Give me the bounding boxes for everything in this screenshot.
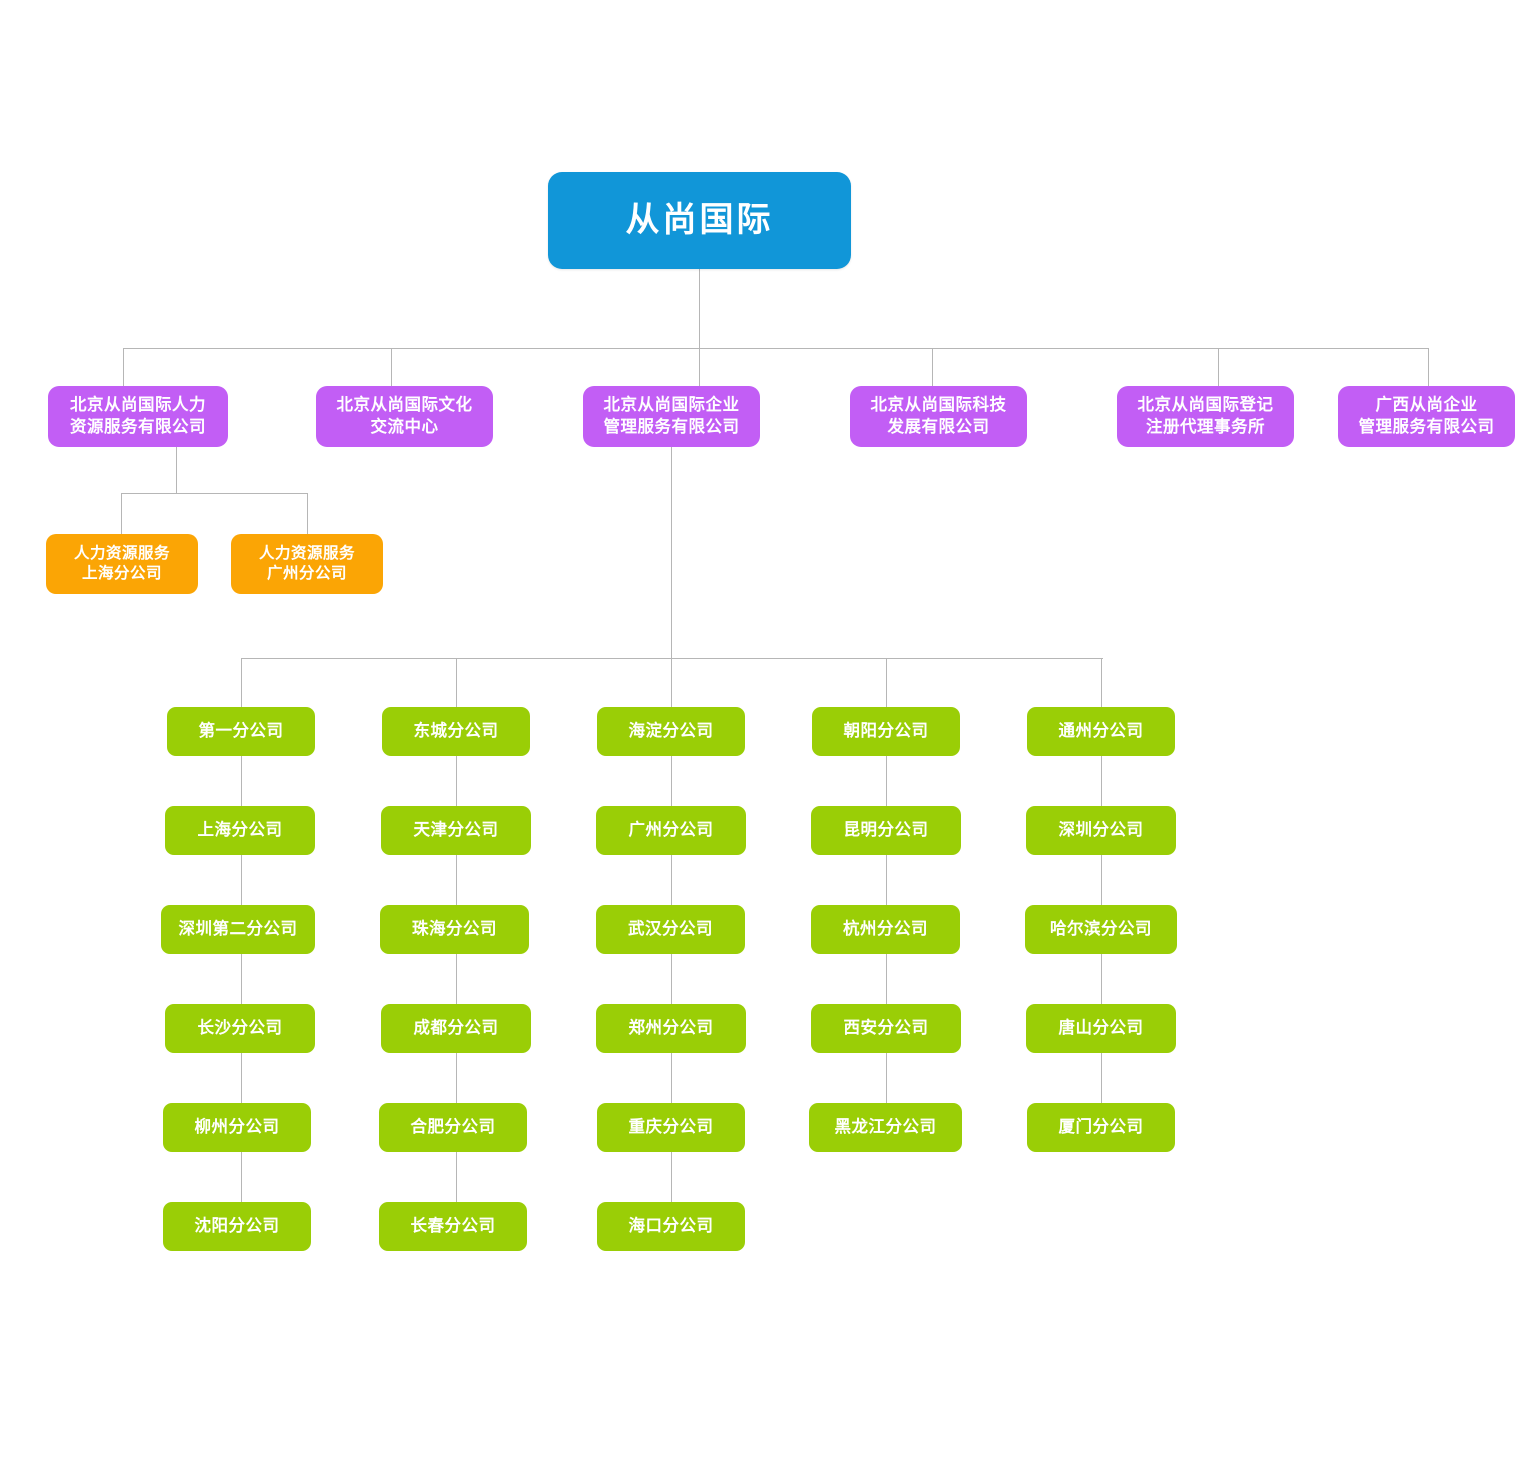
connector-hr-stem: [176, 447, 177, 493]
branch-node-c2-r5[interactable]: 合肥分公司: [379, 1103, 527, 1152]
hr-branch-node-shanghai[interactable]: 人力资源服务 上海分公司: [46, 534, 198, 594]
connector-drop-division-4: [932, 348, 933, 386]
branch-node-c1-r2[interactable]: 上海分公司: [165, 806, 315, 855]
connector-drop-hr-1: [121, 493, 122, 534]
connector-column-spine-5: [1101, 658, 1102, 1108]
branch-node-c4-r4[interactable]: 西安分公司: [811, 1004, 961, 1053]
branch-node-c1-r4[interactable]: 长沙分公司: [165, 1004, 315, 1053]
hr-branch-node-guangzhou[interactable]: 人力资源服务 广州分公司: [231, 534, 383, 594]
connector-drop-division-5: [1218, 348, 1219, 386]
branch-node-c2-r1[interactable]: 东城分公司: [382, 707, 530, 756]
division-node-culture-center[interactable]: 北京从尚国际文化 交流中心: [316, 386, 493, 447]
branch-node-c1-r3[interactable]: 深圳第二分公司: [161, 905, 315, 954]
branch-node-c2-r3[interactable]: 珠海分公司: [380, 905, 529, 954]
connector-drop-division-6: [1428, 348, 1429, 386]
branch-node-c3-r6[interactable]: 海口分公司: [597, 1202, 745, 1251]
division-node-enterprise-mgmt[interactable]: 北京从尚国际企业 管理服务有限公司: [583, 386, 760, 447]
branch-node-c5-r3[interactable]: 哈尔滨分公司: [1025, 905, 1177, 954]
connector-branchgrid-bus: [241, 658, 1103, 659]
branch-node-c3-r3[interactable]: 武汉分公司: [596, 905, 745, 954]
branch-node-c5-r5[interactable]: 厦门分公司: [1027, 1103, 1175, 1152]
connector-division-bus: [123, 348, 1428, 349]
root-node-congshang-international[interactable]: 从尚国际: [548, 172, 851, 269]
branch-node-c3-r5[interactable]: 重庆分公司: [597, 1103, 745, 1152]
branch-node-c5-r1[interactable]: 通州分公司: [1027, 707, 1175, 756]
branch-node-c1-r6[interactable]: 沈阳分公司: [163, 1202, 311, 1251]
branch-node-c5-r4[interactable]: 唐山分公司: [1026, 1004, 1176, 1053]
division-node-tech-dev[interactable]: 北京从尚国际科技 发展有限公司: [850, 386, 1027, 447]
branch-node-c4-r1[interactable]: 朝阳分公司: [812, 707, 960, 756]
branch-node-c1-r1[interactable]: 第一分公司: [167, 707, 315, 756]
connector-hr-bus: [121, 493, 307, 494]
connector-root-stem: [699, 269, 700, 348]
connector-drop-division-2: [391, 348, 392, 386]
branch-node-c2-r4[interactable]: 成都分公司: [381, 1004, 531, 1053]
connector-drop-division-3: [699, 348, 700, 386]
connector-drop-division-1: [123, 348, 124, 386]
branch-node-c3-r4[interactable]: 郑州分公司: [596, 1004, 746, 1053]
branch-node-c3-r1[interactable]: 海淀分公司: [597, 707, 745, 756]
connector-column-spine-4: [886, 658, 887, 1108]
branch-node-c1-r5[interactable]: 柳州分公司: [163, 1103, 311, 1152]
branch-node-c4-r2[interactable]: 昆明分公司: [811, 806, 961, 855]
branch-node-c2-r6[interactable]: 长春分公司: [379, 1202, 527, 1251]
branch-node-c2-r2[interactable]: 天津分公司: [381, 806, 531, 855]
branch-node-c4-r3[interactable]: 杭州分公司: [811, 905, 960, 954]
branch-node-c3-r2[interactable]: 广州分公司: [596, 806, 746, 855]
division-node-hr-company[interactable]: 北京从尚国际人力 资源服务有限公司: [48, 386, 228, 447]
division-node-guangxi-mgmt[interactable]: 广西从尚企业 管理服务有限公司: [1338, 386, 1515, 447]
connector-drop-hr-2: [307, 493, 308, 534]
branch-node-c4-r5[interactable]: 黑龙江分公司: [809, 1103, 962, 1152]
branch-node-c5-r2[interactable]: 深圳分公司: [1026, 806, 1176, 855]
connector-branchgrid-stem: [671, 447, 672, 658]
division-node-registration-agency[interactable]: 北京从尚国际登记 注册代理事务所: [1117, 386, 1294, 447]
